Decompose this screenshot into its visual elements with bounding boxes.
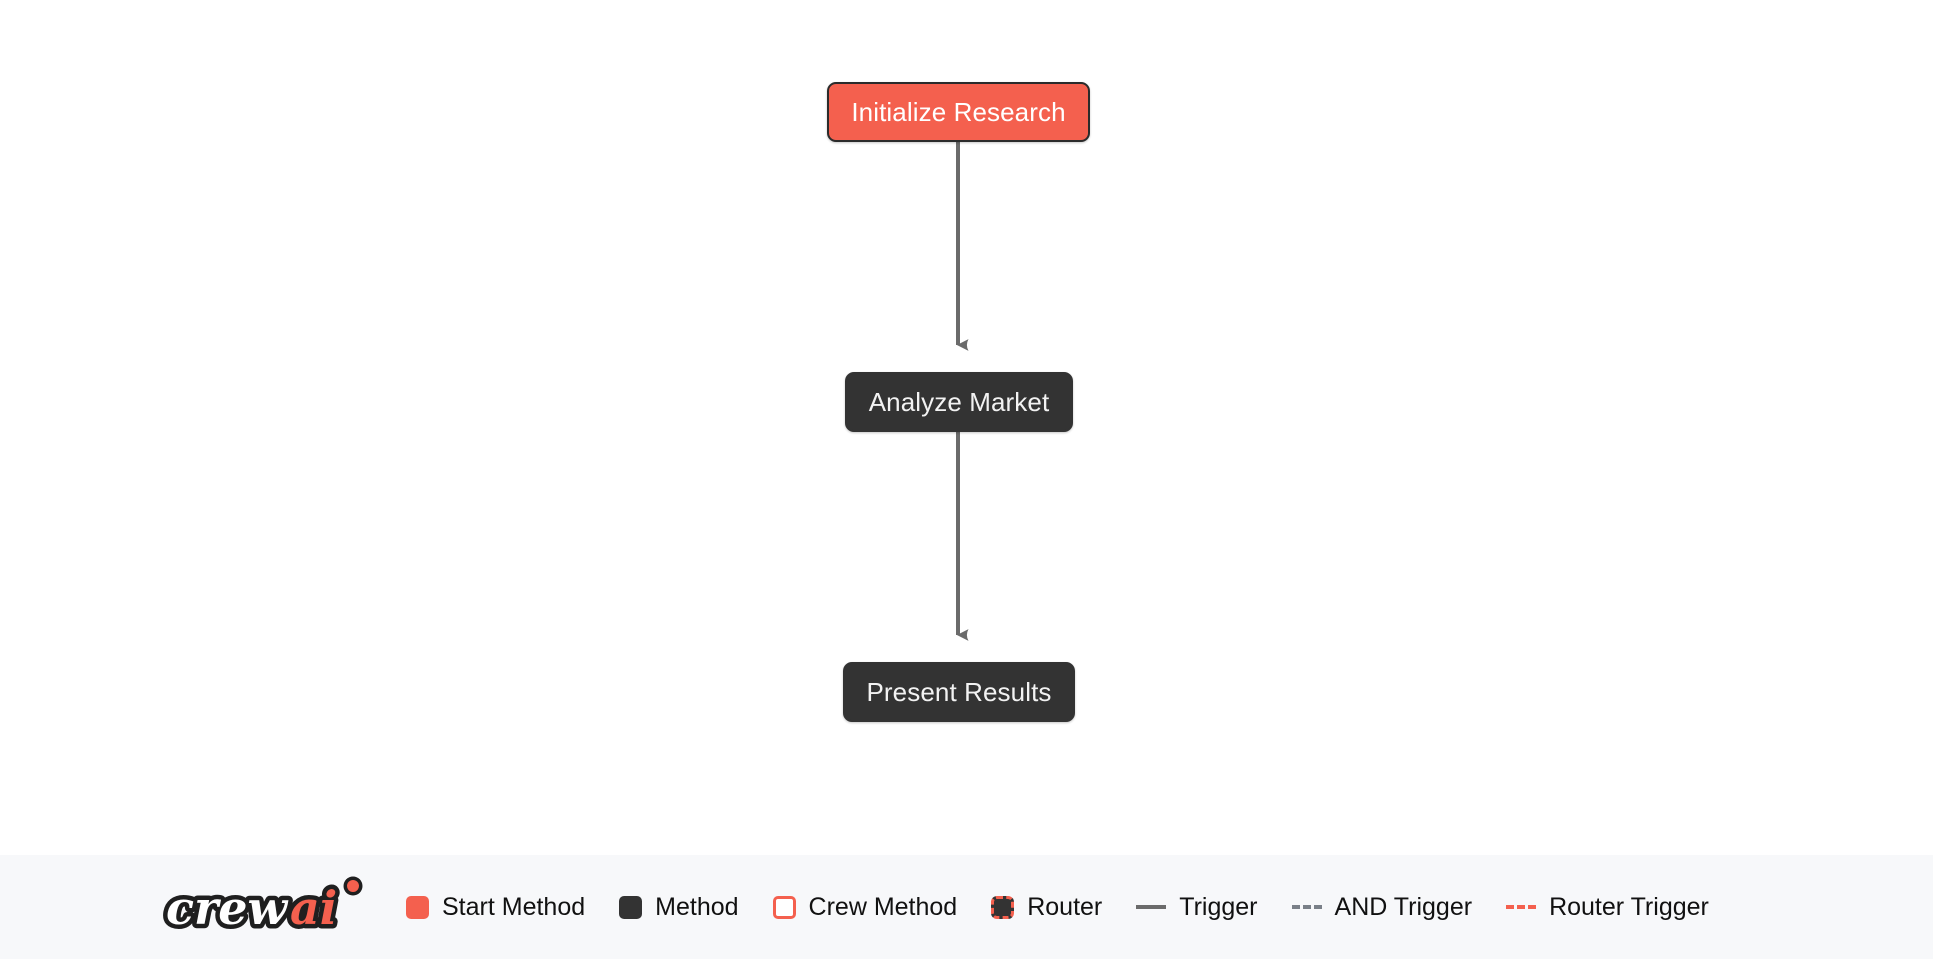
method-swatch-icon [619, 895, 643, 919]
legend-label: AND Trigger [1334, 892, 1473, 921]
flow-node-analyze-market[interactable]: Analyze Market [845, 372, 1073, 432]
legend-item-method[interactable]: Method [619, 892, 739, 921]
legend-item-trigger[interactable]: Trigger [1136, 892, 1258, 921]
legend-items: Start Method Method Crew Method Router T… [406, 892, 1933, 921]
and-trigger-line-icon [1291, 905, 1322, 909]
flow-node-initialize-research[interactable]: Initialize Research [827, 82, 1090, 142]
legend-label: Trigger [1179, 892, 1258, 921]
flow-node-present-results[interactable]: Present Results [843, 662, 1075, 722]
legend-label: Router Trigger [1549, 892, 1709, 921]
legend-item-start-method[interactable]: Start Method [406, 892, 586, 921]
legend-item-router-trigger[interactable]: Router Trigger [1506, 892, 1709, 921]
trigger-line-icon [1136, 905, 1167, 909]
flow-canvas[interactable]: Initialize Research Analyze Market Prese… [0, 0, 1933, 855]
legend-item-and-trigger[interactable]: AND Trigger [1291, 892, 1473, 921]
crew-method-swatch-icon [772, 895, 796, 919]
flow-node-label: Initialize Research [851, 97, 1066, 127]
router-swatch-icon [991, 895, 1015, 919]
crewai-logo: crew crew ai ai [162, 876, 363, 940]
legend-item-router[interactable]: Router [991, 892, 1103, 921]
flow-node-label: Analyze Market [868, 387, 1050, 417]
svg-text:crew: crew [166, 881, 289, 935]
legend-label: Router [1027, 892, 1103, 921]
legend-label: Method [655, 892, 739, 921]
router-trigger-line-icon [1506, 905, 1537, 909]
svg-text:ai: ai [290, 881, 337, 935]
flow-node-label: Present Results [866, 677, 1052, 707]
start-method-swatch-icon [406, 895, 429, 919]
svg-text:crew: crew [166, 881, 289, 935]
legend-label: Start Method [442, 892, 586, 921]
legend-item-crew-method[interactable]: Crew Method [772, 892, 958, 921]
svg-text:ai: ai [290, 881, 337, 935]
legend-bar: crew crew ai ai Start Method Method Crew… [0, 855, 1933, 959]
legend-label: Crew Method [808, 892, 958, 921]
